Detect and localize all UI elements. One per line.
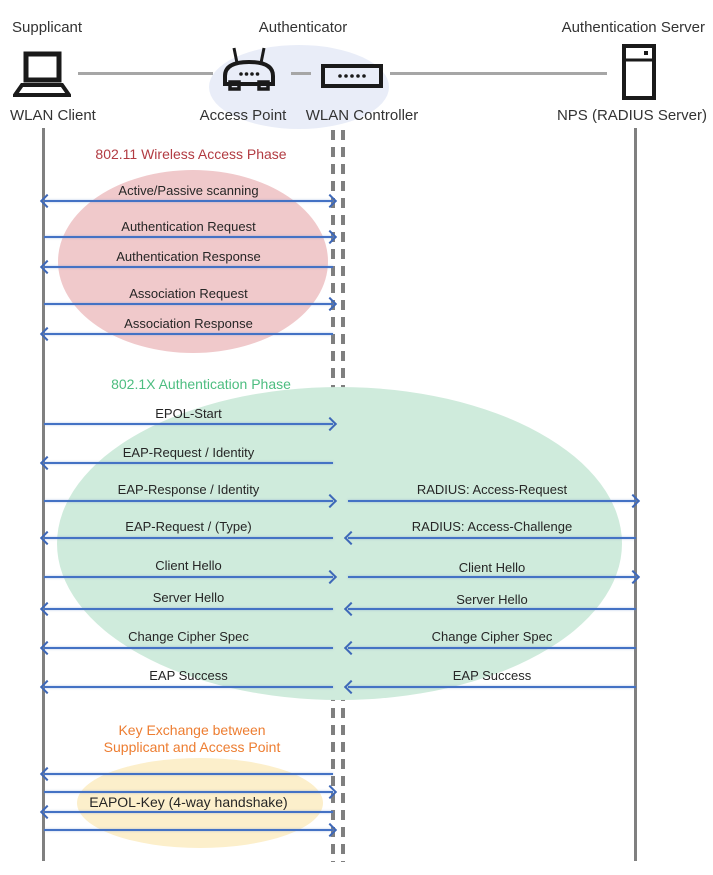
message-arrow bbox=[343, 679, 636, 695]
message-label: Server Hello bbox=[152, 590, 225, 605]
message-label: Change Cipher Spec bbox=[128, 629, 249, 644]
message-arrow bbox=[39, 455, 333, 471]
message-arrow bbox=[39, 326, 333, 342]
message-arrow bbox=[39, 766, 333, 782]
node-wlan-client: WLAN Client bbox=[10, 107, 96, 124]
connector-line bbox=[291, 72, 311, 75]
message-arrow bbox=[343, 640, 636, 656]
message-label: EAP Success bbox=[149, 668, 228, 683]
role-authenticator: Authenticator bbox=[258, 19, 348, 36]
access-point-icon bbox=[223, 47, 275, 91]
message-arrow bbox=[44, 296, 338, 312]
message-label: Active/Passive scanning bbox=[118, 183, 259, 198]
role-supplicant: Supplicant bbox=[12, 19, 83, 36]
message-label: Client Hello bbox=[458, 560, 526, 575]
message-label: Authentication Request bbox=[121, 219, 256, 234]
message-arrow bbox=[44, 569, 338, 585]
message-arrow bbox=[343, 601, 636, 617]
wlan-controller-icon bbox=[321, 64, 383, 88]
message-arrow bbox=[39, 530, 333, 546]
message-label: EAP-Request / Identity bbox=[122, 445, 255, 460]
lifeline-wlan-client bbox=[42, 128, 45, 861]
lifeline-radius-server bbox=[634, 128, 637, 861]
message-label: Client Hello bbox=[155, 558, 222, 573]
message-arrow bbox=[44, 493, 338, 509]
phase-ellipse-2 bbox=[57, 387, 622, 700]
connector-line bbox=[390, 72, 607, 75]
message-arrow bbox=[44, 822, 338, 838]
message-label: RADIUS: Access-Challenge bbox=[411, 519, 573, 534]
message-arrow bbox=[343, 530, 636, 546]
message-label: Change Cipher Spec bbox=[431, 629, 553, 644]
role-authentication-server: Authentication Server bbox=[561, 19, 705, 36]
message-label: EAP-Response / Identity bbox=[117, 482, 260, 497]
message-arrow bbox=[44, 229, 338, 245]
arrowhead-right bbox=[625, 569, 641, 585]
laptop-icon bbox=[13, 51, 71, 97]
arrowhead-right bbox=[625, 493, 641, 509]
node-access-point: Access Point bbox=[199, 107, 287, 124]
message-arrow bbox=[39, 259, 333, 275]
node-wlan-controller: WLAN Controller bbox=[305, 107, 419, 124]
message-label: EPOL-Start bbox=[155, 406, 222, 421]
message-arrow bbox=[348, 569, 641, 585]
message-label: Authentication Response bbox=[116, 249, 261, 264]
message-arrow bbox=[39, 679, 333, 695]
message-label: RADIUS: Access-Request bbox=[416, 482, 568, 497]
phase-title-1: 802.11 Wireless Access Phase bbox=[95, 146, 287, 162]
message-arrow bbox=[39, 804, 333, 820]
server-icon bbox=[622, 44, 656, 100]
connector-line bbox=[78, 72, 213, 75]
message-label: EAP-Request / (Type) bbox=[125, 519, 252, 534]
message-arrow bbox=[39, 601, 333, 617]
message-arrow bbox=[348, 493, 641, 509]
message-label: EAP Success bbox=[452, 668, 532, 683]
node-nps-radius-server: NPS (RADIUS Server) bbox=[556, 107, 707, 124]
message-arrow bbox=[39, 640, 333, 656]
message-arrow bbox=[44, 416, 338, 432]
phase-title-2: 802.1X Authentication Phase bbox=[111, 376, 291, 392]
message-label: EAPOL-Key (4-way handshake) bbox=[89, 794, 288, 810]
message-label: Association Request bbox=[129, 286, 248, 301]
message-arrow bbox=[39, 193, 338, 209]
message-label: Association Response bbox=[124, 316, 253, 331]
message-arrow bbox=[44, 784, 338, 800]
message-label: Server Hello bbox=[456, 592, 528, 607]
